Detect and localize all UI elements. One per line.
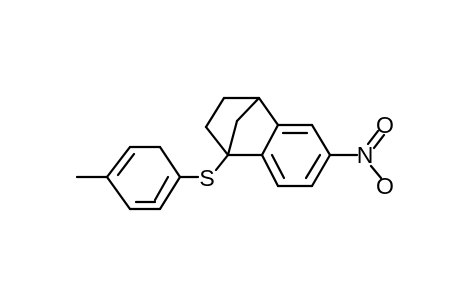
tolyl-double-2 — [153, 175, 170, 202]
oxygen-top-atom-label: O — [376, 112, 394, 138]
arene-bond-1 — [260, 123, 280, 157]
arene-bond-4 — [310, 153, 332, 188]
sulfur-bridgehead-bond — [214, 153, 230, 172]
tolyl-ring — [105, 145, 182, 211]
nitro-double-bond-a — [366, 129, 380, 146]
nitro-single-bond — [369, 164, 383, 180]
tolyl-bond-6 — [105, 175, 132, 211]
tolyl-double-1 — [116, 152, 136, 177]
methano-bridge-1 — [226, 119, 239, 157]
methano-bridge-2 — [235, 96, 261, 123]
tolyl-bond-1 — [105, 145, 132, 179]
arene-bond-3 — [310, 123, 332, 157]
bridgehead-ch2-bond — [204, 125, 230, 157]
nitro-double-bond-b — [372, 133, 386, 150]
nitroarene-ring — [260, 123, 332, 188]
oxygen-bottom-atom-label: O — [376, 173, 394, 199]
nitrogen-atom-label: N — [357, 142, 374, 168]
arene-double-2 — [304, 153, 322, 180]
arene-bond-6 — [260, 153, 280, 188]
bridgehead-aryl-bond — [257, 96, 280, 127]
arene-double-3 — [270, 153, 286, 180]
ethano-ch2-ch2-bond — [204, 96, 226, 129]
bicyclic-core — [204, 96, 280, 157]
tolyl-bond-3 — [158, 145, 182, 179]
tolyl-bond-4 — [158, 175, 182, 211]
sulfur-atom-label: S — [199, 165, 214, 191]
